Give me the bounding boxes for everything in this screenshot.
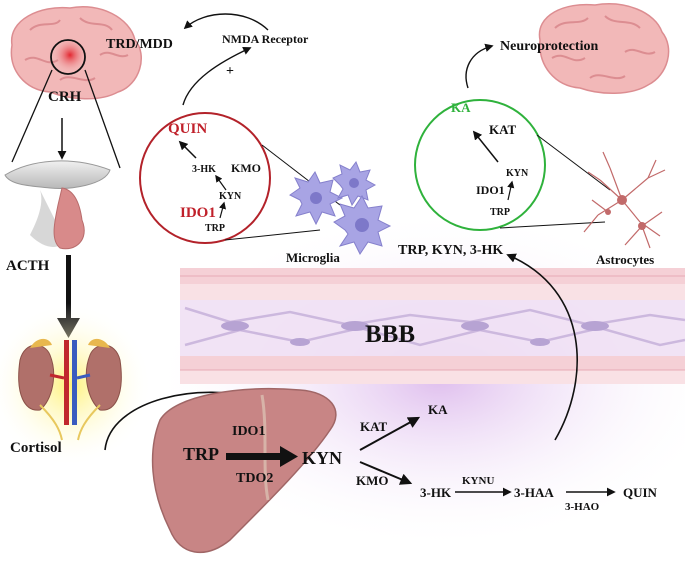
quin-to-nmda-arrow (182, 47, 252, 106)
neuroprotection-label: Neuroprotection (500, 39, 598, 54)
3haa-label: 3-HAA (514, 485, 554, 500)
3hk-micro-label: 3-HK (192, 164, 216, 175)
left-brain (10, 6, 143, 100)
astrocytes-label: Astrocytes (596, 252, 654, 267)
adrenal-glands (18, 338, 122, 441)
trp-to-kyn-arrow-astro (507, 180, 515, 201)
right-brain (538, 3, 670, 95)
trp-astro-label: TRP (490, 207, 510, 218)
trp-micro-label: TRP (205, 223, 225, 234)
quin-liver-label: QUIN (623, 485, 658, 500)
transport-arrow (506, 253, 578, 441)
acth-label: ACTH (6, 258, 50, 274)
trd-mdd-label: TRD/MDD (106, 37, 173, 52)
zoom-line-right (84, 69, 121, 169)
zoom-line-left (11, 69, 53, 163)
trp-liver-label: TRP (183, 444, 219, 464)
nmda-to-trd-arrow (183, 13, 269, 31)
astrocyte-cells (583, 151, 666, 249)
kat-liver-label: KAT (360, 419, 388, 434)
kyn-liver-label: KYN (302, 448, 342, 468)
cortisol-label: Cortisol (10, 440, 62, 456)
liver (151, 388, 337, 554)
kmo-liver-label: KMO (356, 473, 389, 488)
astrocyte-zoom-line-bottom (499, 221, 606, 229)
tdo2-label: TDO2 (236, 471, 273, 486)
3hk-to-quin-arrow-micro (178, 140, 197, 159)
astrocyte-zoom-line-top (536, 134, 611, 191)
plus-sign: + (226, 64, 234, 79)
ido1-liver-label: IDO1 (232, 424, 265, 439)
astrocyte-zoom-circle (414, 99, 546, 231)
kyn-to-3hk-arrow-micro (215, 174, 227, 191)
quin-micro-label: QUIN (168, 121, 207, 137)
kynu-label: KYNU (462, 475, 494, 487)
ka-astro-label: KA (451, 100, 471, 115)
kyn-micro-label: KYN (219, 191, 242, 202)
bbb-band (180, 268, 685, 384)
ka-liver-label: KA (428, 402, 448, 417)
ka-to-neuroprotection-arrow (465, 43, 494, 89)
nmda-label: NMDA Receptor (222, 32, 309, 46)
trp-to-kyn-arrow (226, 446, 298, 467)
transport-label: TRP, KYN, 3-HK (398, 243, 503, 258)
microglia-zoom-line-bottom (224, 229, 321, 241)
ido1-astro-label: IDO1 (476, 183, 505, 197)
kyn-to-ka-arrow-astro (472, 130, 499, 163)
microglia-label: Microglia (286, 250, 340, 265)
kyn-astro-label: KYN (506, 168, 529, 179)
3hao-label: 3-HAO (565, 501, 600, 513)
kyn-to-ka-arrow (359, 416, 421, 451)
kyn-to-3hk-arrow (359, 461, 413, 485)
bbb-label: BBB (365, 321, 415, 348)
3hk-liver-label: 3-HK (420, 485, 452, 500)
crh-label: CRH (48, 89, 82, 105)
pituitary-gland (4, 160, 111, 250)
kat-astro-label: KAT (489, 122, 517, 137)
microglia-zoom-circle (139, 112, 271, 244)
trp-to-kyn-arrow-micro (219, 201, 226, 219)
kmo-micro-label: KMO (231, 161, 261, 175)
ido1-micro-label: IDO1 (180, 205, 216, 221)
